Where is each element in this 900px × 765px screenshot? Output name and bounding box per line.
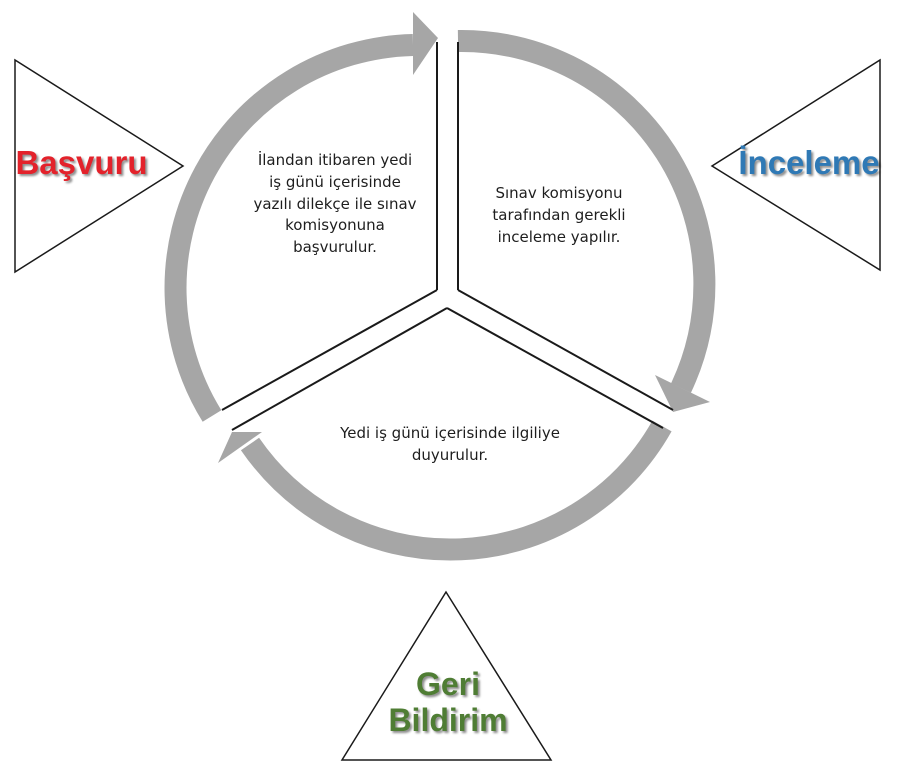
divider-upper-left — [221, 289, 438, 411]
feedback-stage-label-line2: Bildirim — [388, 702, 508, 738]
cycle-arrowhead-left — [218, 432, 262, 463]
cycle-arrowhead-right — [655, 375, 710, 412]
feedback-step-text: Yedi iş günü içerisinde ilgiliye duyurul… — [340, 424, 560, 464]
divider-upper-right — [457, 289, 674, 411]
feedback-triangle — [340, 590, 553, 761]
divider-lower-right — [446, 307, 664, 429]
review-stage-label: İnceleme — [738, 144, 880, 181]
cycle-arc-right — [457, 29, 716, 393]
application-stage-label: Başvuru — [15, 144, 148, 181]
cycle-arc-top-left — [164, 34, 414, 422]
divider-lower-left — [231, 307, 448, 431]
review-triangle — [710, 58, 881, 272]
feedback-stage-label: Geri Bildirim — [380, 666, 516, 738]
cycle-arc-bottom — [240, 420, 672, 561]
review-step-text: Sınav komisyonu tarafından gerekli incel… — [492, 184, 626, 246]
application-triangle — [14, 58, 185, 274]
cycle-arrowhead-top — [413, 12, 438, 75]
application-step-text: İlandan itibaren yedi iş günü içerisinde… — [253, 151, 417, 256]
feedback-stage-label-line1: Geri — [415, 666, 481, 702]
